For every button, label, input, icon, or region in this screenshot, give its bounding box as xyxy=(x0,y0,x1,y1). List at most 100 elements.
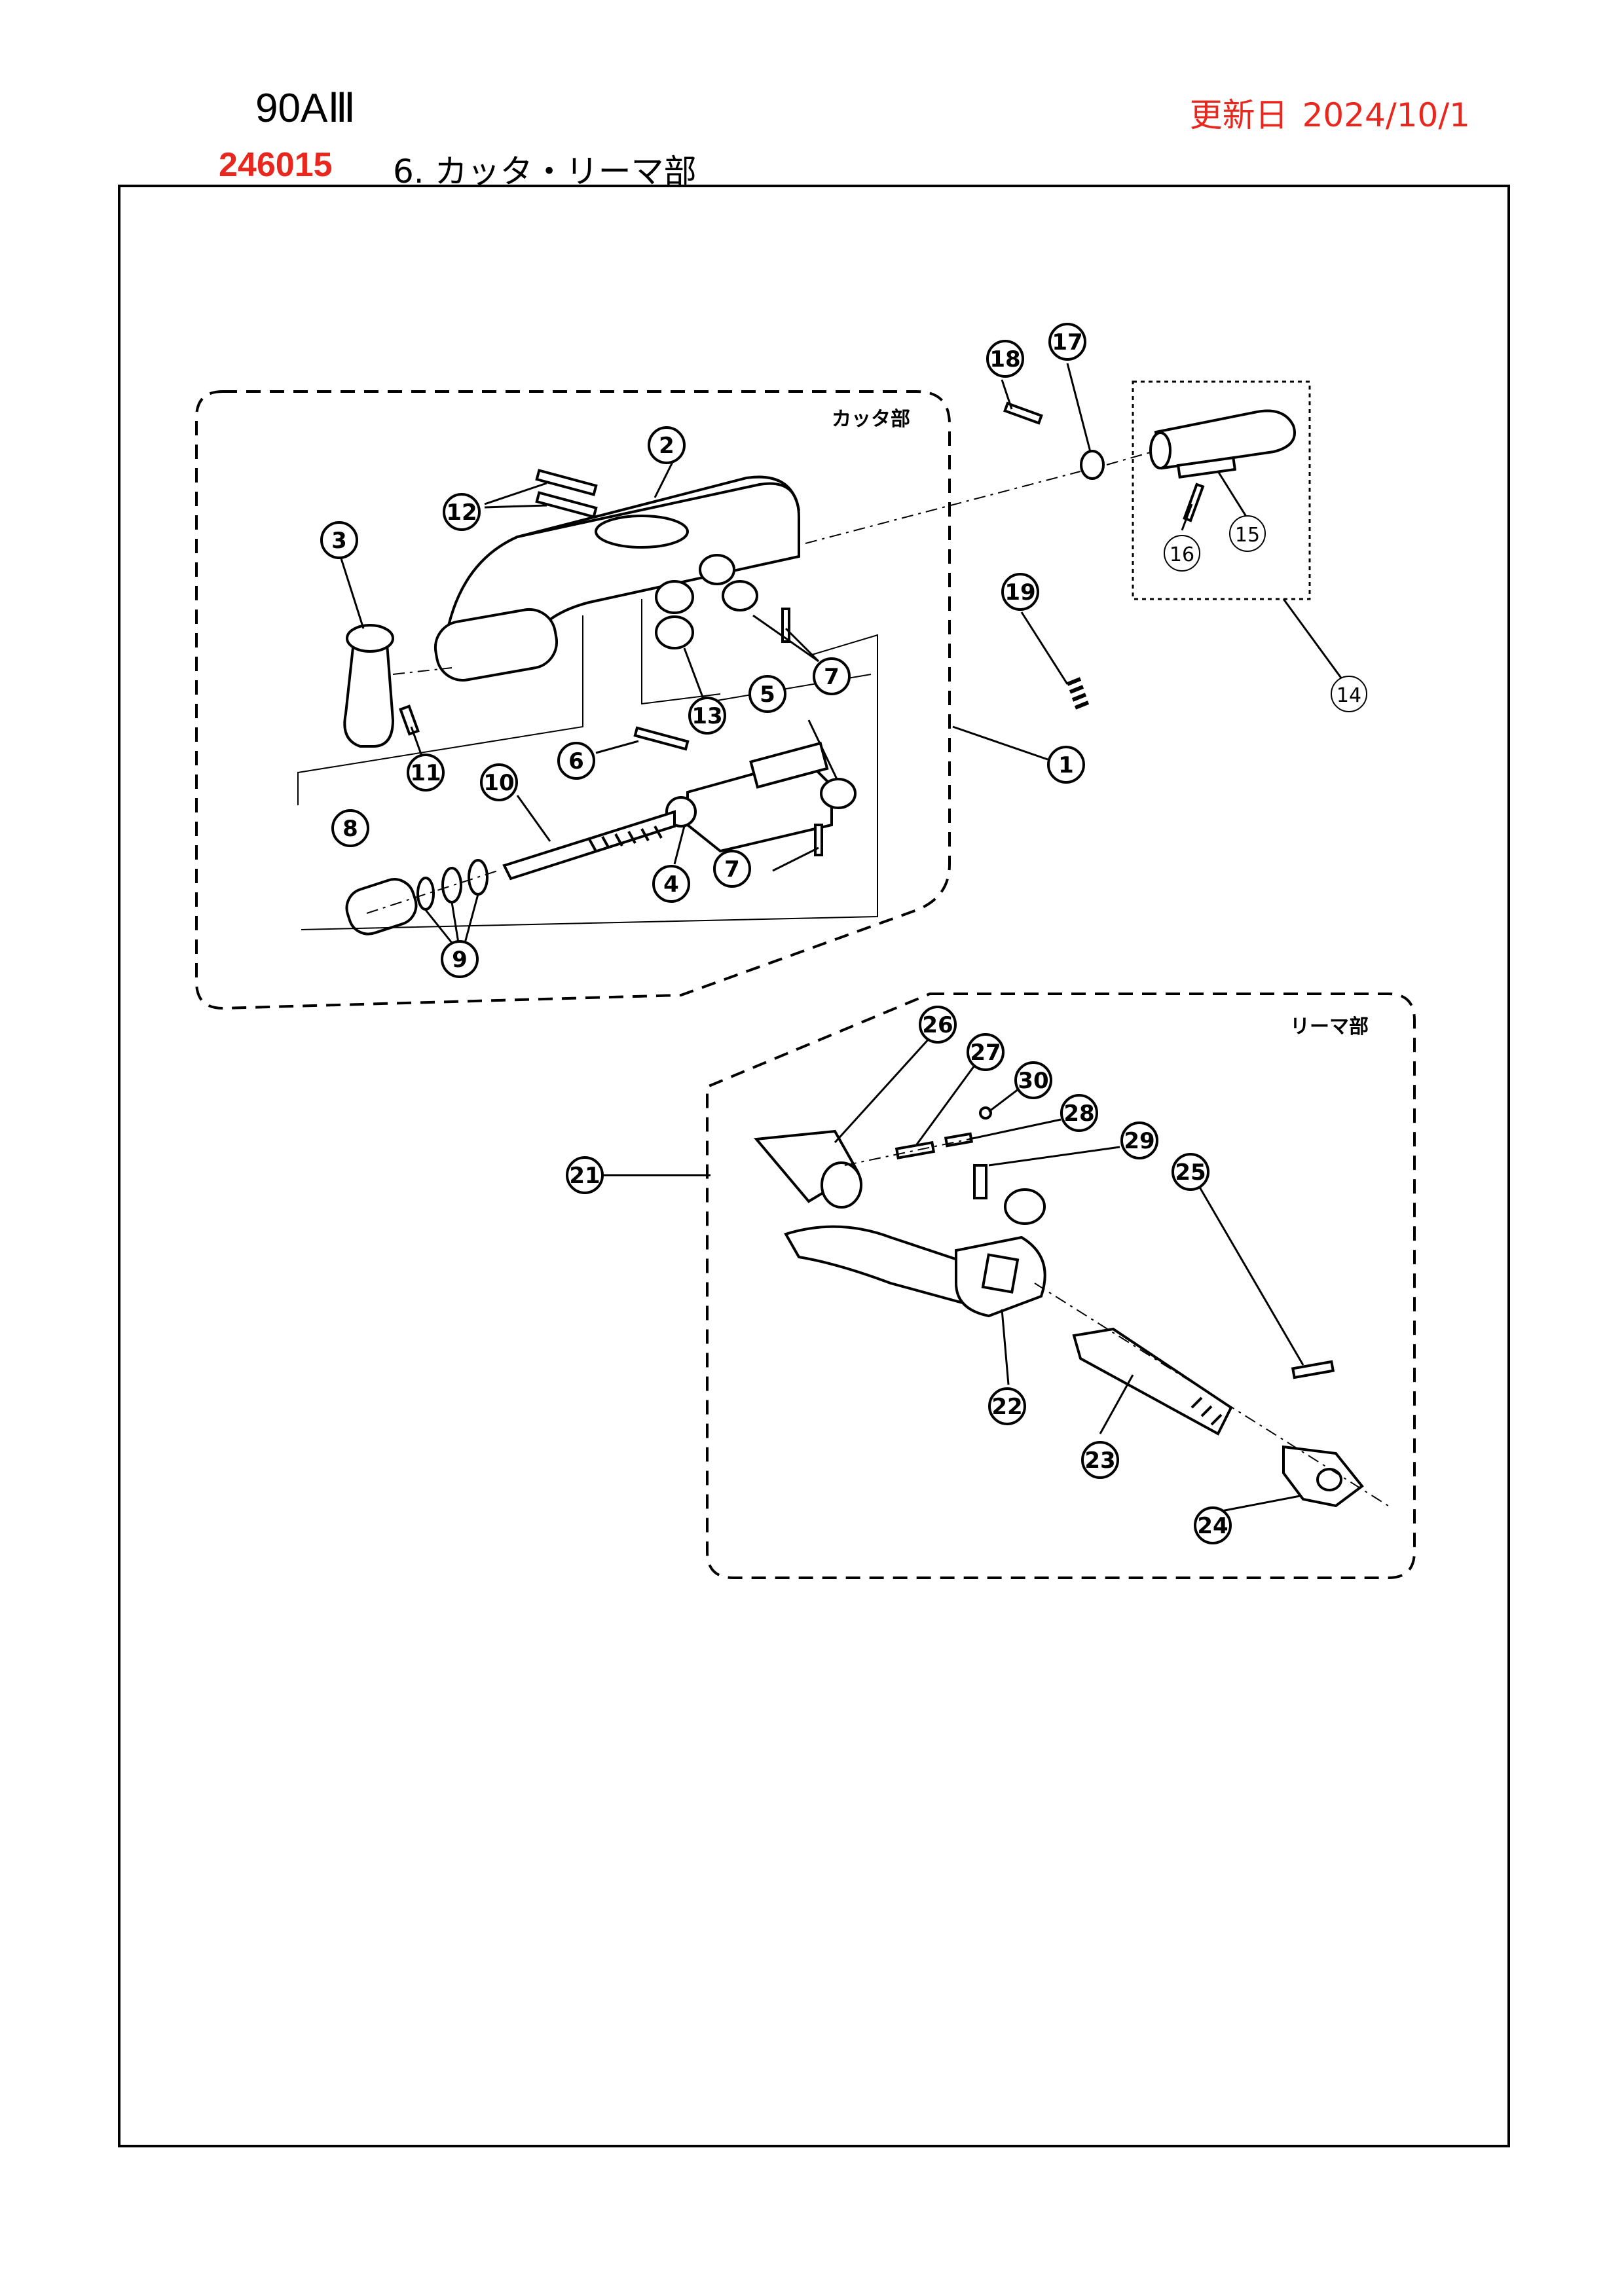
callout-number: 14 xyxy=(1337,684,1361,707)
callout-c28: 28 xyxy=(1060,1094,1098,1132)
callout-circle xyxy=(1014,1061,1052,1099)
callout-circle xyxy=(919,1006,957,1044)
leader-25 xyxy=(1197,1184,1304,1366)
callout-number: 16 xyxy=(1170,543,1194,566)
callout-number: 29 xyxy=(1124,1128,1154,1154)
roller-part xyxy=(655,580,694,614)
callout-number: 10 xyxy=(483,770,514,796)
callout-number: 12 xyxy=(446,500,477,526)
callout-number: 6 xyxy=(568,748,584,774)
callout-number: 11 xyxy=(410,760,441,786)
callout-number: 24 xyxy=(1197,1513,1228,1539)
roller-part xyxy=(699,554,735,585)
callout-circle xyxy=(1194,1506,1232,1544)
callout-number: 21 xyxy=(569,1163,600,1189)
callout-c7a: 7 xyxy=(813,657,851,695)
callout-circle xyxy=(748,675,786,713)
leader-11 xyxy=(410,726,424,760)
callout-number: 1 xyxy=(1058,752,1074,778)
leader-6 xyxy=(595,740,639,754)
callout-c12: 12 xyxy=(443,493,481,531)
bracket-line xyxy=(297,615,583,805)
callout-c22: 22 xyxy=(988,1387,1026,1425)
callout-number: 2 xyxy=(659,433,674,459)
reamer-hub-hole xyxy=(981,1253,1020,1294)
leader-16 xyxy=(1181,503,1193,531)
washer-part xyxy=(441,867,462,903)
shaft-14-end xyxy=(1149,431,1172,469)
callout-circle xyxy=(1120,1121,1158,1159)
leader-19 xyxy=(1020,611,1069,685)
shaft-14-part xyxy=(1154,409,1296,470)
reamer-shaft-thread xyxy=(1190,1396,1223,1426)
callout-circle xyxy=(988,1387,1026,1425)
callout-circle xyxy=(331,809,369,847)
callout-circle xyxy=(1331,676,1367,712)
callout-circle xyxy=(1081,1441,1119,1479)
leader-26 xyxy=(834,1036,931,1144)
callout-number: 13 xyxy=(692,703,722,729)
callout-number: 22 xyxy=(991,1394,1022,1420)
reamer-group-boundary xyxy=(706,993,1416,1579)
leader-7a2 xyxy=(752,614,819,663)
leader-2 xyxy=(654,458,676,498)
bolt-part xyxy=(535,469,598,496)
callout-c9: 9 xyxy=(441,940,479,978)
sleeve-8-part xyxy=(345,878,418,936)
leader-27 xyxy=(915,1063,977,1145)
axis-line xyxy=(805,471,1081,544)
pin-7-part xyxy=(781,608,790,643)
spring-19-part xyxy=(1066,677,1090,710)
callout-c7b: 7 xyxy=(713,850,751,888)
callout-number: 19 xyxy=(1005,579,1035,606)
leader-12 xyxy=(484,482,547,505)
section-title: 6. カッタ・リーマ部 xyxy=(393,153,697,191)
callout-number: 3 xyxy=(331,528,347,554)
callout-c30: 30 xyxy=(1014,1061,1052,1099)
model-name: 90AⅢ xyxy=(255,86,356,131)
callout-c15: 15 xyxy=(1229,515,1266,552)
callout-circle xyxy=(443,493,481,531)
pin-18-part xyxy=(1003,401,1043,425)
reamer-arm-part xyxy=(784,1225,971,1305)
reamer-pin-25 xyxy=(1291,1360,1335,1379)
reamer-shaft-23 xyxy=(1072,1327,1233,1436)
callout-c10: 10 xyxy=(480,763,518,801)
callout-circle xyxy=(557,742,595,780)
reamer-spring-29 xyxy=(973,1164,987,1199)
callout-number: 23 xyxy=(1084,1448,1115,1474)
axis-line xyxy=(1034,1283,1389,1506)
callout-circle xyxy=(441,940,479,978)
callout-circle xyxy=(1164,535,1200,572)
reamer-nut-hole xyxy=(1316,1468,1342,1491)
leader-1 xyxy=(952,725,1048,761)
callout-number: 7 xyxy=(724,856,740,883)
callout-number: 17 xyxy=(1052,329,1082,355)
callout-circle xyxy=(566,1156,604,1194)
callout-c16: 16 xyxy=(1164,535,1200,572)
reamer-ball-30 xyxy=(979,1106,992,1120)
frame-emblem xyxy=(595,515,689,549)
leader-9c xyxy=(464,894,479,943)
bracket-line xyxy=(301,634,878,930)
update-label: 更新日 xyxy=(1189,96,1288,134)
callout-c24: 24 xyxy=(1194,1506,1232,1544)
leader-29 xyxy=(988,1146,1120,1167)
reamer-pin-27 xyxy=(895,1140,936,1159)
callout-c21: 21 xyxy=(566,1156,604,1194)
slide-block-top xyxy=(749,741,829,789)
cutter-group-boundary xyxy=(195,390,951,1010)
callout-number: 26 xyxy=(922,1012,953,1038)
callout-circle xyxy=(967,1033,1005,1071)
callout-c13: 13 xyxy=(688,697,726,735)
callout-circle xyxy=(813,657,851,695)
callout-number: 30 xyxy=(1018,1068,1048,1094)
leader-22 xyxy=(1001,1309,1010,1385)
callout-c17: 17 xyxy=(1048,323,1086,361)
callout-c4: 4 xyxy=(652,865,690,903)
leader-12b xyxy=(484,504,547,509)
leader-14 xyxy=(1282,598,1347,685)
leader-9 xyxy=(424,909,453,943)
axis-line xyxy=(844,1139,970,1166)
